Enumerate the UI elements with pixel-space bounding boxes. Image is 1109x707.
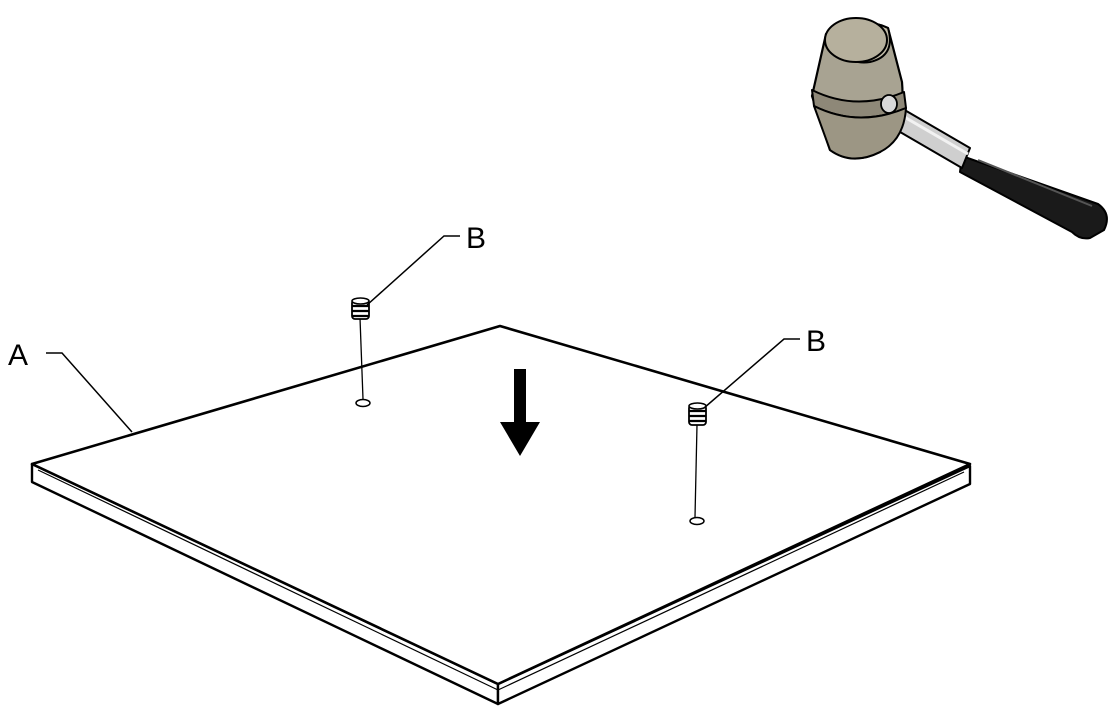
dowel-leader-right — [694, 424, 698, 518]
dowel-hole-right — [689, 516, 705, 526]
dowel-b-left — [351, 297, 370, 320]
dowel-hole-left — [355, 398, 371, 408]
part-label-a: A — [8, 339, 28, 372]
part-label-b-left: B — [466, 222, 486, 255]
arrow-down-icon — [500, 369, 540, 456]
dowel-leader-left — [359, 317, 364, 400]
part-label-b-right: B — [806, 325, 826, 358]
panel-top-face — [30, 324, 972, 686]
panel-chamfer-left — [37, 469, 499, 691]
callout-leader-b-left — [366, 235, 460, 306]
panel-chamfer-right — [497, 471, 965, 691]
dowel-b-right — [688, 402, 707, 426]
callout-leader-a — [46, 352, 133, 433]
rubber-mallet-icon — [810, 17, 1108, 240]
callout-leader-b-right — [703, 338, 800, 409]
panel-a — [30, 324, 972, 706]
